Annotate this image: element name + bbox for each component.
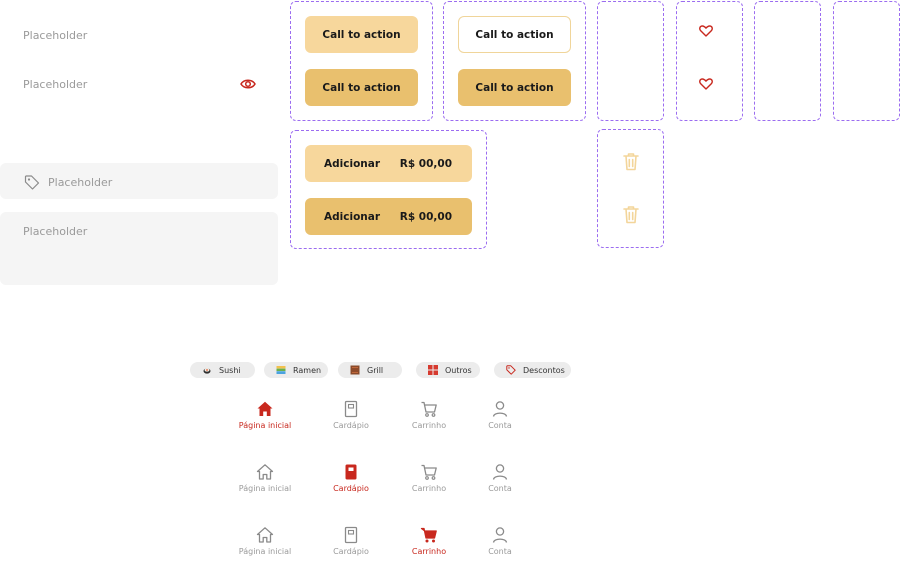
chip-sushi[interactable]: Sushi: [190, 362, 255, 378]
nav-label: Carrinho: [411, 547, 447, 556]
nav-menu[interactable]: Cardápio: [316, 526, 386, 556]
chip-label: Grill: [367, 365, 384, 375]
nav-account[interactable]: Conta: [465, 463, 535, 493]
nav-label: Página inicial: [238, 421, 292, 430]
heart-icon[interactable]: [699, 78, 713, 90]
add-button-label: Adicionar: [324, 210, 381, 223]
chip-outros[interactable]: Outros: [416, 362, 480, 378]
empty-component-group: [754, 1, 821, 121]
cta-primary-pressed-button[interactable]: Call to action: [305, 69, 418, 106]
nav-account[interactable]: Conta: [465, 526, 535, 556]
sushi-icon: [203, 368, 211, 374]
nav-label: Cardápio: [333, 421, 369, 430]
chip-ramen[interactable]: Ramen: [264, 362, 328, 378]
cta-outline-button[interactable]: Call to action: [458, 16, 571, 53]
cart-icon: [421, 401, 437, 417]
cta-primary-button[interactable]: Call to action: [305, 16, 418, 53]
nav-label: Cardápio: [333, 484, 369, 493]
home-icon: [257, 401, 273, 416]
nav-label: Cardápio: [333, 547, 369, 556]
heart-icon[interactable]: [699, 25, 713, 37]
chip-descontos[interactable]: Descontos: [494, 362, 571, 378]
password-input-placeholder[interactable]: Placeholder: [23, 78, 88, 91]
nav-label: Página inicial: [238, 547, 292, 556]
nav-home[interactable]: Página inicial: [230, 400, 300, 430]
add-to-cart-pressed-button[interactable]: Adicionar R$ 00,00: [305, 198, 472, 235]
chip-label: Descontos: [523, 365, 565, 375]
cta-secondary-pressed-button[interactable]: Call to action: [458, 69, 571, 106]
favorite-group: [676, 1, 743, 121]
tag-input-placeholder: Placeholder: [48, 176, 113, 189]
add-button-price: R$ 00,00: [399, 157, 452, 170]
cart-icon: [421, 464, 437, 480]
nav-home[interactable]: Página inicial: [230, 526, 300, 556]
tag-input-field[interactable]: Placeholder: [0, 163, 278, 199]
nav-home[interactable]: Página inicial: [230, 463, 300, 493]
empty-component-group: [833, 1, 900, 121]
nav-cart[interactable]: Carrinho: [394, 526, 464, 556]
chip-label: Sushi: [219, 365, 241, 375]
nav-menu[interactable]: Cardápio: [316, 400, 386, 430]
home-icon: [256, 464, 274, 480]
nav-label: Página inicial: [238, 484, 292, 493]
nav-label: Conta: [488, 547, 512, 556]
cta-secondary-group: [443, 1, 586, 121]
chip-label: Outros: [445, 365, 472, 375]
trash-icon[interactable]: [623, 152, 639, 171]
user-icon: [492, 401, 508, 417]
grill-icon: [350, 365, 360, 375]
cta-primary-group: [290, 1, 433, 121]
grid-icon: [428, 365, 438, 375]
eye-icon[interactable]: [240, 77, 256, 91]
textarea-field[interactable]: Placeholder: [0, 212, 278, 285]
book-icon: [344, 400, 358, 418]
book-icon: [345, 464, 357, 480]
book-icon: [344, 526, 358, 544]
nav-account[interactable]: Conta: [465, 400, 535, 430]
delete-group: [597, 129, 664, 248]
nav-label: Carrinho: [411, 421, 447, 430]
textarea-placeholder: Placeholder: [23, 225, 88, 238]
add-button-price: R$ 00,00: [399, 210, 452, 223]
nav-label: Conta: [488, 484, 512, 493]
add-to-cart-group: [290, 130, 487, 249]
nav-label: Carrinho: [411, 484, 447, 493]
trash-icon[interactable]: [623, 205, 639, 224]
ramen-icon: [276, 366, 286, 374]
user-icon: [492, 464, 508, 480]
text-input-placeholder[interactable]: Placeholder: [23, 29, 88, 42]
chip-label: Ramen: [293, 365, 322, 375]
nav-cart[interactable]: Carrinho: [394, 463, 464, 493]
empty-component-group: [597, 1, 664, 121]
cart-icon: [420, 527, 437, 543]
user-icon: [492, 527, 508, 543]
tag-icon: [24, 175, 40, 190]
nav-cart[interactable]: Carrinho: [394, 400, 464, 430]
chip-grill[interactable]: Grill: [338, 362, 402, 378]
nav-label: Conta: [488, 421, 512, 430]
home-icon: [256, 527, 274, 543]
add-to-cart-button[interactable]: Adicionar R$ 00,00: [305, 145, 472, 182]
tag-icon: [506, 365, 516, 375]
add-button-label: Adicionar: [324, 157, 381, 170]
nav-menu[interactable]: Cardápio: [316, 463, 386, 493]
